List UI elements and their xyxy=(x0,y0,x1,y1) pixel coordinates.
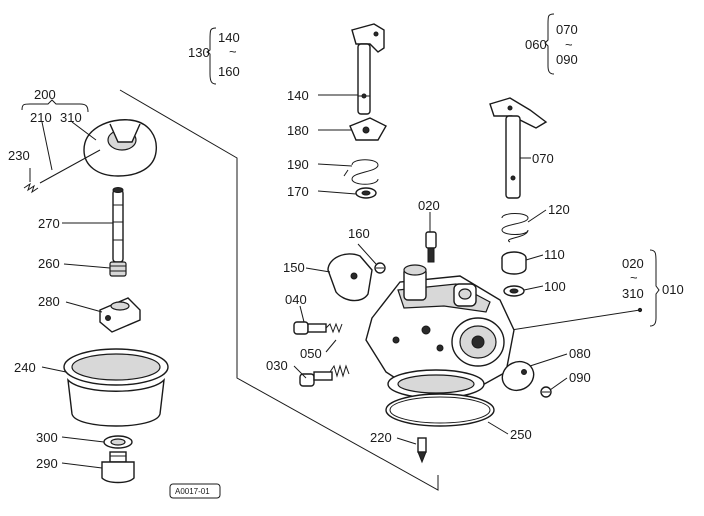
callout-130: 130 xyxy=(188,45,210,60)
callout-070-range-start: 070 xyxy=(556,22,578,37)
mixture-screw-part xyxy=(299,364,350,387)
reference-dot xyxy=(637,307,643,313)
choke-shaft-part xyxy=(489,97,548,199)
callout-310: 310 xyxy=(60,110,82,125)
callout-090-range-end: 090 xyxy=(556,52,578,67)
bracket-060 xyxy=(544,13,555,75)
choke-spring-part xyxy=(501,213,529,243)
callout-060: 060 xyxy=(525,37,547,52)
callout-070: 070 xyxy=(532,151,554,166)
throttle-shaft-part xyxy=(351,23,385,115)
callout-310-range-end: 310 xyxy=(622,286,644,301)
callout-190: 190 xyxy=(287,157,309,172)
callout-210: 210 xyxy=(30,110,52,125)
callout-010-range-symbol: ~ xyxy=(630,270,638,285)
callout-130-range-symbol: ~ xyxy=(229,44,237,59)
bracket-part xyxy=(99,297,141,333)
drawing-code-box xyxy=(169,483,221,499)
idle-screw-part xyxy=(293,321,343,335)
callout-010: 010 xyxy=(662,282,684,297)
main-jet-part xyxy=(109,261,127,277)
callout-200: 200 xyxy=(34,87,56,102)
callout-110: 110 xyxy=(544,247,565,262)
clip-part xyxy=(23,182,39,194)
callout-240: 240 xyxy=(14,360,36,375)
plate-screw-part xyxy=(374,262,386,274)
callout-220: 220 xyxy=(370,430,392,445)
choke-cap-part xyxy=(501,251,527,275)
callout-230: 230 xyxy=(8,148,30,163)
bracket-200 xyxy=(21,99,89,113)
choke-plate-screw-part xyxy=(540,386,552,398)
callout-180: 180 xyxy=(287,123,309,138)
callout-300: 300 xyxy=(36,430,58,445)
cover-plate-part xyxy=(327,253,373,302)
callout-150: 150 xyxy=(283,260,305,275)
callout-090: 090 xyxy=(569,370,591,385)
callout-140-range-start: 140 xyxy=(218,30,240,45)
callout-270: 270 xyxy=(38,216,60,231)
emulsion-tube-part xyxy=(112,187,124,263)
drawing-code: A0017-01 xyxy=(175,487,210,496)
callout-060-range-symbol: ~ xyxy=(565,37,573,52)
carburetor-body-part xyxy=(365,264,515,399)
callout-040: 040 xyxy=(285,292,307,307)
callout-280: 280 xyxy=(38,294,60,309)
callout-030: 030 xyxy=(266,358,288,373)
callout-170: 170 xyxy=(287,184,309,199)
callout-140: 140 xyxy=(287,88,309,103)
callout-260: 260 xyxy=(38,256,60,271)
float-bowl-part xyxy=(63,348,169,427)
throttle-spring-part xyxy=(343,159,379,185)
callout-120: 120 xyxy=(548,202,570,217)
callout-020: 020 xyxy=(418,198,440,213)
bracket-130 xyxy=(206,27,217,85)
callout-290: 290 xyxy=(36,456,58,471)
drain-bolt-part xyxy=(101,451,135,484)
inlet-needle-part xyxy=(417,437,427,464)
pilot-screw-part xyxy=(425,231,437,263)
float-part xyxy=(83,119,157,177)
callout-080: 080 xyxy=(569,346,591,361)
callout-160-range-end: 160 xyxy=(218,64,240,79)
throttle-plate-part xyxy=(349,117,387,141)
choke-plate-part xyxy=(501,360,535,392)
callout-160: 160 xyxy=(348,226,370,241)
bowl-gasket-part xyxy=(385,393,495,427)
bracket-010 xyxy=(649,249,660,327)
callout-100: 100 xyxy=(544,279,566,294)
callout-250: 250 xyxy=(510,427,532,442)
assembly-frame-line-right xyxy=(497,309,641,333)
callout-050: 050 xyxy=(300,346,322,361)
callout-020-range-start: 020 xyxy=(622,256,644,271)
assembly-frame-line xyxy=(119,89,439,491)
float-pin-part xyxy=(39,149,101,184)
